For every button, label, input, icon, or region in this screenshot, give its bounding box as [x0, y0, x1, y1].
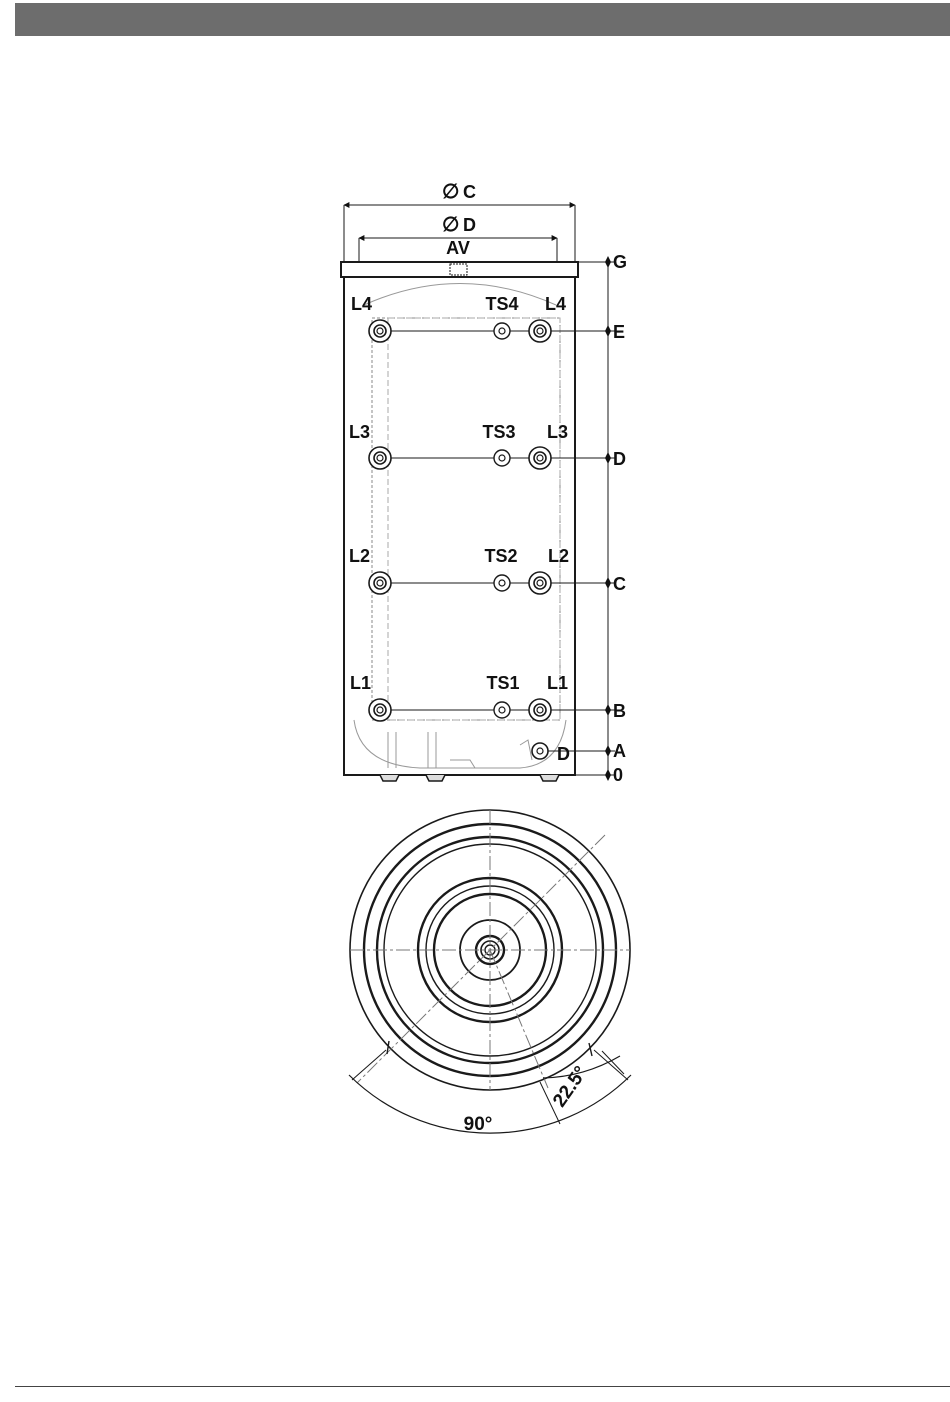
row3-right-label: L3	[547, 422, 568, 442]
row4-right-label: L4	[545, 294, 566, 314]
diameter-symbol: ∅	[442, 181, 459, 203]
diameter-c-label: C	[463, 182, 476, 202]
row2-left-label: L2	[349, 546, 370, 566]
height-label-g: G	[613, 252, 627, 272]
drain-label: D	[557, 744, 570, 764]
height-label-b: B	[613, 701, 626, 721]
tank-foot-middle	[426, 775, 445, 781]
angle-22-label: 22.5°	[549, 1063, 592, 1112]
diameter-symbol: ∅	[442, 214, 459, 236]
air-vent-label: AV	[446, 238, 470, 258]
row1-left-label: L1	[350, 673, 371, 693]
row3-left-label: L3	[349, 422, 370, 442]
diameter-d-label: D	[463, 215, 476, 235]
height-label-d: D	[613, 449, 626, 469]
top-view	[349, 810, 631, 1133]
footer-line	[15, 1386, 950, 1387]
top-view-labels: 90° 22.5°	[464, 1063, 592, 1135]
height-label-a: A	[613, 741, 626, 761]
tank-foot-left	[380, 775, 399, 781]
height-label-0: 0	[613, 765, 623, 785]
row2-center-label: TS2	[484, 546, 517, 566]
row4-left-label: L4	[351, 294, 372, 314]
front-view	[341, 205, 615, 781]
row1-center-label: TS1	[486, 673, 519, 693]
tank-foot-right	[540, 775, 559, 781]
angle-90-label: 90°	[464, 1114, 493, 1135]
row4-center-label: TS4	[485, 294, 518, 314]
height-label-c: C	[613, 574, 626, 594]
row2-right-label: L2	[548, 546, 569, 566]
row3-center-label: TS3	[482, 422, 515, 442]
row1-right-label: L1	[547, 673, 568, 693]
height-label-e: E	[613, 322, 625, 342]
